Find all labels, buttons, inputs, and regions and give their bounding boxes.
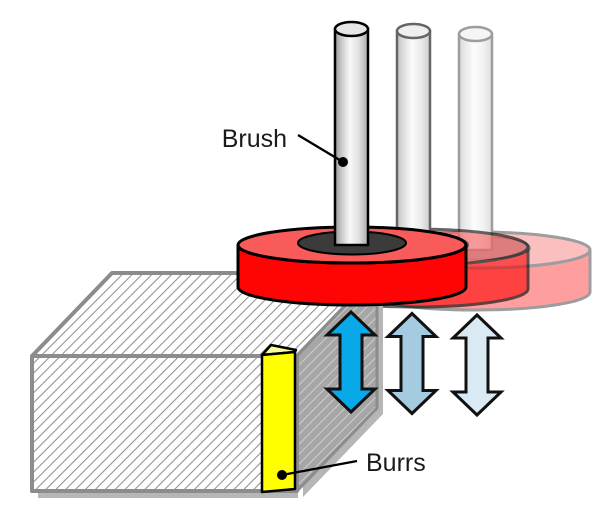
burrs-callout-line bbox=[281, 459, 358, 477]
burr-front-face bbox=[260, 350, 297, 494]
workpiece-shadow-bottom bbox=[38, 491, 298, 498]
workpiece bbox=[30, 271, 383, 498]
burr bbox=[260, 343, 298, 494]
burrs-label: Burrs bbox=[366, 449, 426, 477]
double-arrow-icon-1 bbox=[323, 309, 379, 415]
double-arrow-icon-2 bbox=[384, 311, 440, 416]
brush-label: Brush bbox=[222, 125, 287, 153]
oscillation-arrows bbox=[323, 309, 505, 418]
brush-callout-line bbox=[297, 133, 344, 164]
burrs-callout-dot bbox=[277, 470, 287, 480]
burrs-callout: Burrs bbox=[277, 449, 426, 480]
double-arrow-icon-3 bbox=[449, 312, 505, 418]
workpiece-front-face bbox=[30, 354, 299, 493]
brush-callout-dot bbox=[338, 157, 348, 167]
brush bbox=[236, 20, 468, 307]
brush-callout: Brush bbox=[222, 125, 348, 167]
